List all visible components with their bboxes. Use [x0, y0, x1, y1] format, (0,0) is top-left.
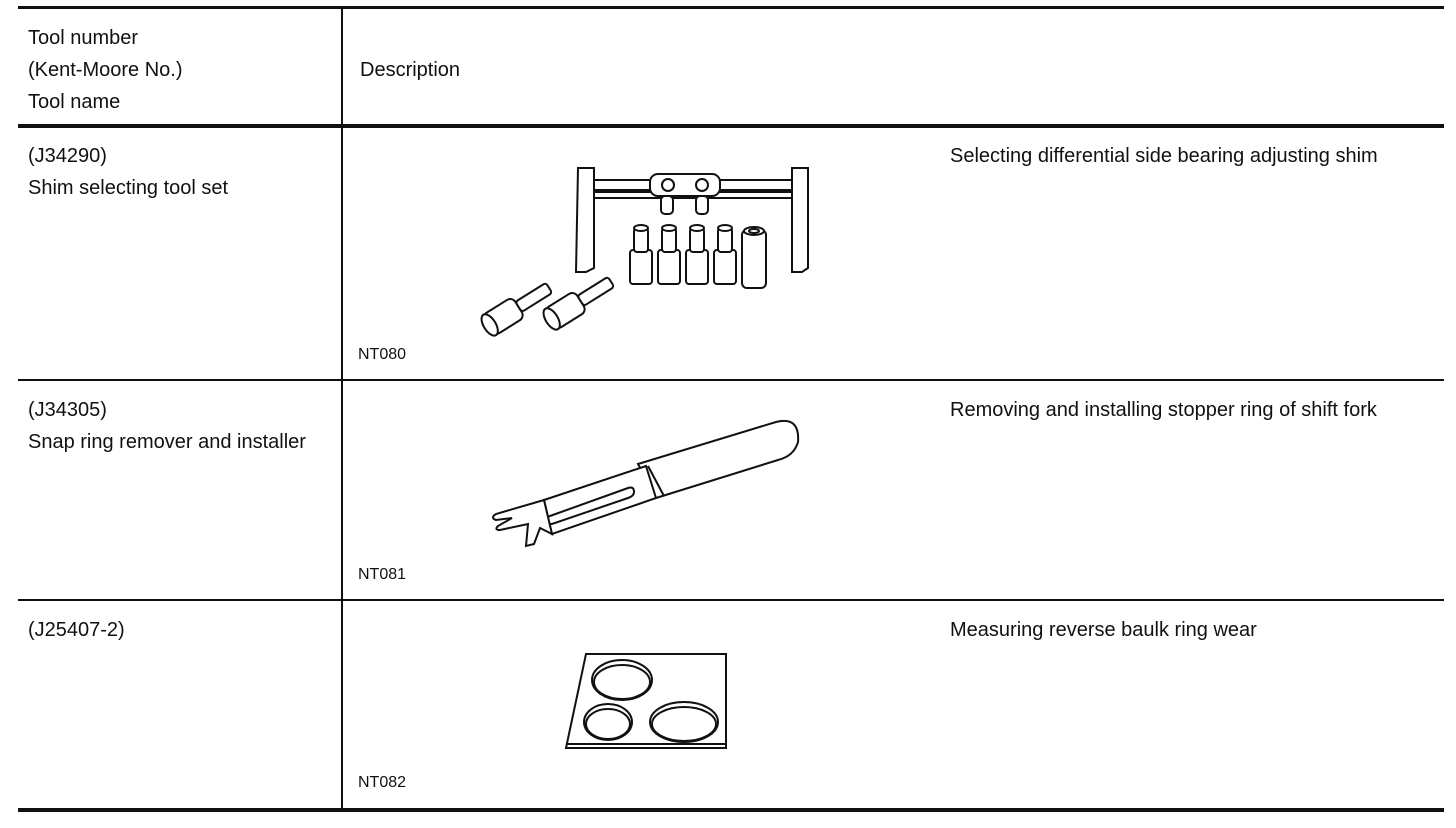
tool-name: Snap ring remover and installer [28, 431, 306, 453]
tool-number: (J25407-2) [28, 619, 125, 641]
tool-cell-row-3: (J25407-2) [28, 614, 328, 646]
tool-column-header: Tool number (Kent-Moore No.) Tool name [28, 22, 183, 118]
tool-name: Shim selecting tool set [28, 177, 229, 199]
table-top-rule [18, 6, 1444, 9]
header-tool-number: Tool number [28, 27, 139, 49]
row-divider [18, 599, 1444, 601]
tool-number: (J34290) [28, 145, 107, 167]
figure-code: NT081 [358, 566, 407, 583]
header-bottom-rule [18, 124, 1444, 128]
header-kent-moore: (Kent-Moore No.) [28, 59, 183, 81]
tool-cell-row-1: (J34290) Shim selecting tool set [28, 140, 328, 204]
figure-code: NT082 [358, 774, 407, 791]
tool-number: (J34305) [28, 399, 107, 421]
snap-ring-remover-illustration [492, 420, 800, 548]
figure-code: NT080 [358, 346, 407, 363]
baulk-ring-wear-gauge-illustration [564, 653, 727, 749]
tool-cell-row-2: (J34305) Snap ring remover and installer [28, 394, 328, 458]
tool-description: Selecting differential side bearing adju… [950, 145, 1378, 167]
description-column-header: Description [360, 59, 461, 81]
header-tool-name: Tool name [28, 91, 121, 113]
row-divider [18, 379, 1444, 381]
table-bottom-rule [18, 808, 1444, 812]
tool-description: Removing and installing stopper ring of … [950, 399, 1377, 421]
shim-selecting-tool-set-illustration [480, 167, 809, 337]
tool-description: Measuring reverse baulk ring wear [950, 619, 1257, 641]
column-divider [341, 8, 343, 812]
